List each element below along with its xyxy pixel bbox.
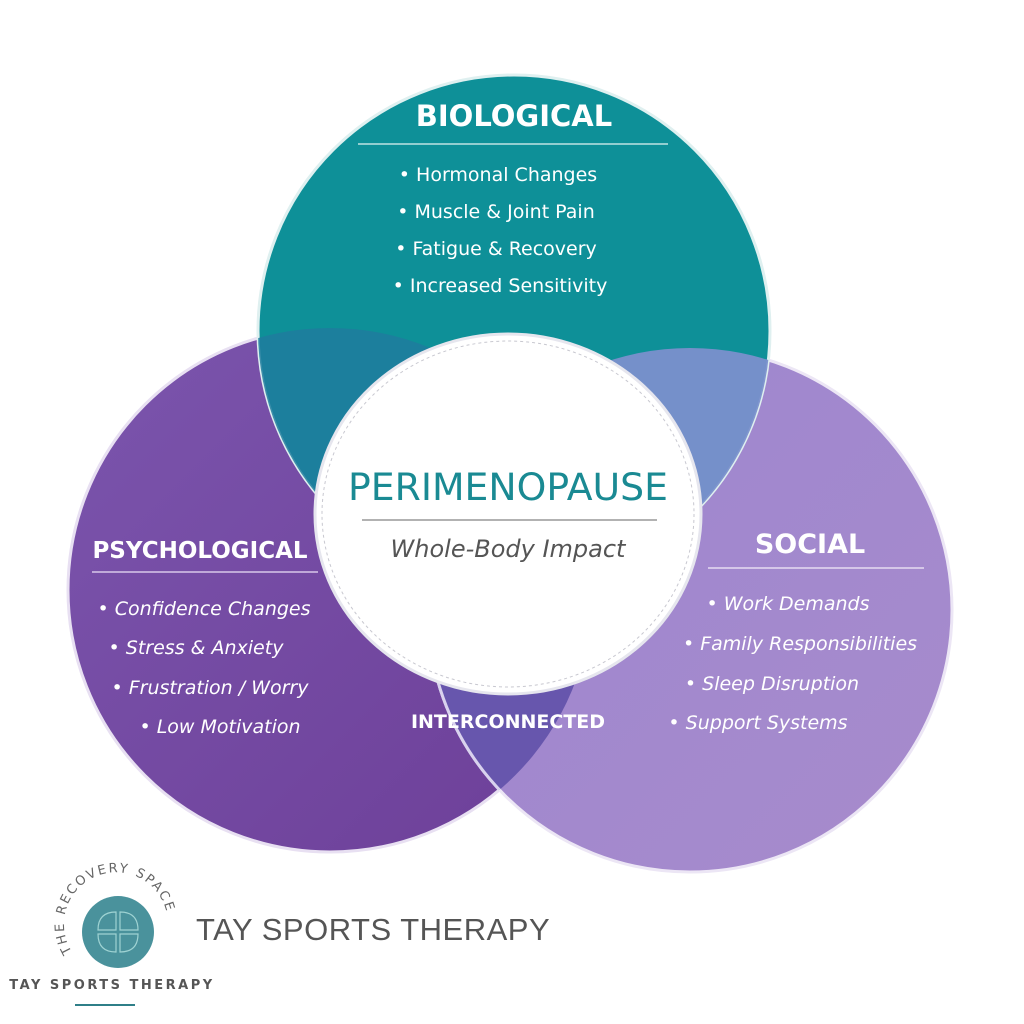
social-title: SOCIAL: [755, 529, 865, 560]
logo-badge-icon: [82, 896, 154, 968]
logo-caption: TAY SPORTS THERAPY: [9, 978, 214, 993]
social-item: • Work Demands: [707, 593, 870, 615]
social-item: • Sleep Disruption: [685, 673, 859, 695]
psychological-item: • Frustration / Worry: [112, 677, 310, 699]
logo: THE RECOVERY SPACE TAY SPORTS THERAPY: [9, 861, 214, 1006]
social-item: • Family Responsibilities: [683, 633, 917, 655]
biological-item: • Fatigue & Recovery: [395, 238, 597, 260]
psychological-title: PSYCHOLOGICAL: [92, 538, 307, 564]
biological-item: • Muscle & Joint Pain: [397, 201, 595, 223]
social-item: • Support Systems: [668, 712, 847, 734]
biological-item: • Hormonal Changes: [399, 164, 597, 186]
psychological-item: • Confidence Changes: [97, 598, 310, 620]
psychological-item: • Stress & Anxiety: [109, 637, 285, 659]
interconnected-label: INTERCONNECTED: [411, 711, 605, 733]
brand-name: TAY SPORTS THERAPY: [196, 912, 551, 947]
center-circle: [313, 332, 703, 696]
center-title: PERIMENOPAUSE: [348, 466, 668, 509]
center-subtitle: Whole-Body Impact: [391, 535, 628, 563]
biological-title: BIOLOGICAL: [416, 99, 612, 133]
psychological-item: • Low Motivation: [139, 716, 300, 738]
biological-item: • Increased Sensitivity: [393, 275, 608, 297]
